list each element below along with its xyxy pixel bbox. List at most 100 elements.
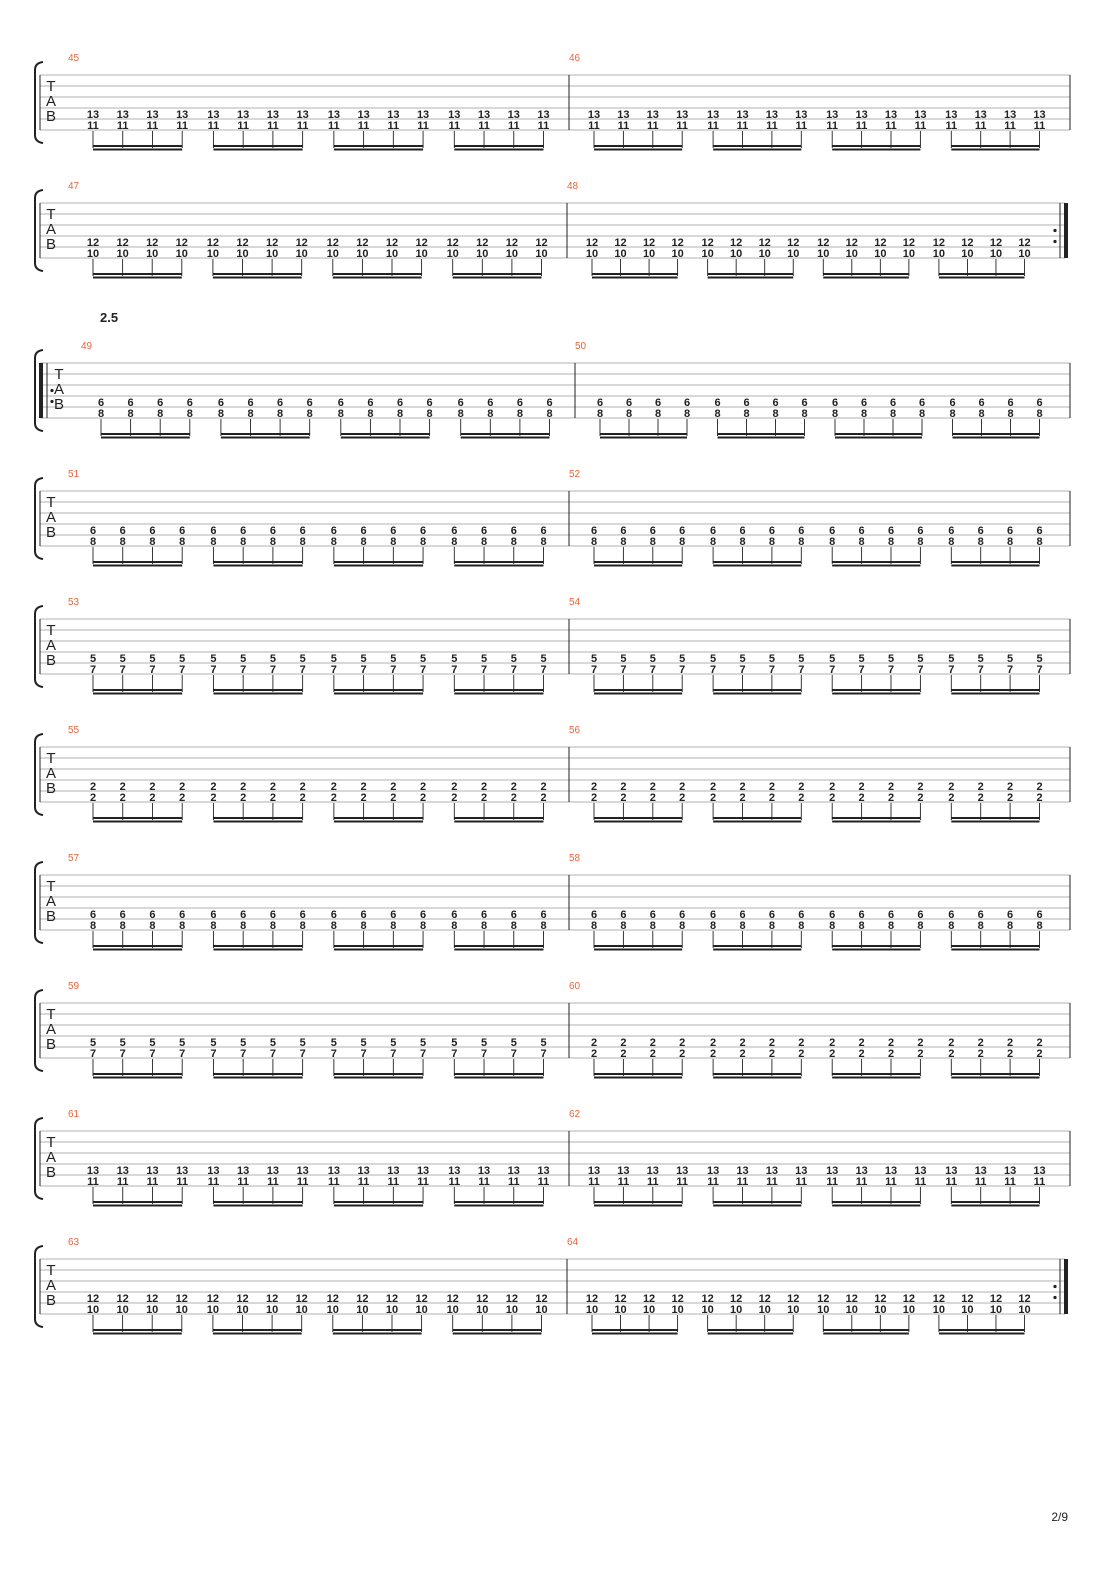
fret-number-bottom: 2 [978, 1048, 984, 1060]
fret-number-bottom: 8 [277, 408, 283, 420]
fret-number-bottom: 8 [540, 536, 546, 548]
fret-number-top: 6 [772, 397, 778, 409]
fret-number-bottom: 11 [117, 1176, 129, 1188]
fret-number-top: 5 [978, 653, 984, 665]
fret-number-bottom: 11 [448, 1176, 460, 1188]
fret-number-top: 12 [759, 1293, 771, 1305]
fret-number-bottom: 8 [240, 920, 246, 932]
fret-number-bottom: 11 [417, 120, 429, 132]
fret-number-top: 12 [266, 1293, 278, 1305]
measure-number: 59 [68, 981, 80, 992]
fret-number-bottom: 11 [618, 120, 630, 132]
fret-number-bottom: 8 [888, 536, 894, 548]
fret-number-top: 5 [1036, 653, 1042, 665]
fret-number-top: 6 [270, 525, 276, 537]
fret-number-bottom: 2 [1036, 792, 1042, 804]
fret-number-bottom: 2 [420, 792, 426, 804]
fret-number-top: 2 [650, 1037, 656, 1049]
repeat-dot [50, 388, 54, 393]
fret-number-bottom: 8 [919, 408, 925, 420]
fret-number-top: 12 [535, 1293, 547, 1305]
fret-number-top: 6 [626, 397, 632, 409]
fret-number-bottom: 8 [187, 408, 193, 420]
fret-number-bottom: 8 [157, 408, 163, 420]
fret-number-bottom: 11 [358, 1176, 370, 1188]
fret-number-top: 6 [361, 909, 367, 921]
fret-number-top: 5 [361, 1037, 367, 1049]
fret-number-bottom: 8 [361, 536, 367, 548]
fret-number-bottom: 7 [798, 664, 804, 676]
fret-number-top: 13 [1004, 109, 1016, 121]
fret-number-bottom: 8 [481, 536, 487, 548]
tab-clef-letter: A [46, 509, 56, 526]
fret-number-bottom: 2 [90, 792, 96, 804]
fret-number-bottom: 8 [517, 408, 523, 420]
fret-number-top: 6 [620, 525, 626, 537]
fret-number-bottom: 11 [975, 120, 987, 132]
fret-number-top: 5 [149, 1037, 155, 1049]
fret-number-bottom: 8 [597, 408, 603, 420]
fret-number-bottom: 8 [591, 536, 597, 548]
fret-number-bottom: 10 [415, 248, 427, 260]
fret-number-top: 5 [620, 653, 626, 665]
fret-number-bottom: 7 [591, 664, 597, 676]
measure-number: 51 [68, 469, 80, 480]
fret-number-top: 6 [655, 397, 661, 409]
fret-number-bottom: 7 [149, 1048, 155, 1060]
fret-number-bottom: 8 [451, 920, 457, 932]
fret-number-top: 12 [327, 1293, 339, 1305]
fret-number-top: 12 [116, 237, 128, 249]
fret-number-bottom: 2 [829, 1048, 835, 1060]
fret-number-bottom: 2 [210, 792, 216, 804]
fret-number-bottom: 10 [207, 1304, 219, 1316]
measure-number: 53 [68, 597, 80, 608]
fret-number-top: 6 [769, 909, 775, 921]
fret-number-bottom: 11 [358, 120, 370, 132]
fret-number-bottom: 7 [948, 664, 954, 676]
fret-number-top: 12 [586, 1293, 598, 1305]
fret-number-top: 2 [331, 781, 337, 793]
fret-number-bottom: 11 [885, 1176, 897, 1188]
fret-number-bottom: 8 [591, 920, 597, 932]
fret-number-top: 13 [826, 109, 838, 121]
tab-clef-letter: T [46, 1262, 55, 1279]
fret-number-top: 5 [390, 1037, 396, 1049]
fret-number-top: 5 [270, 1037, 276, 1049]
fret-number-top: 12 [817, 237, 829, 249]
fret-number-bottom: 8 [120, 536, 126, 548]
fret-number-bottom: 2 [390, 792, 396, 804]
fret-number-top: 2 [859, 781, 865, 793]
fret-number-bottom: 2 [361, 792, 367, 804]
fret-number-bottom: 8 [1007, 536, 1013, 548]
system-bracket [34, 61, 44, 144]
fret-number-bottom: 2 [620, 1048, 626, 1060]
tab-clef-letter: B [46, 524, 56, 541]
fret-number-bottom: 2 [769, 792, 775, 804]
tab-clef-letter: A [46, 637, 56, 654]
fret-number-bottom: 11 [737, 120, 749, 132]
fret-number-top: 6 [1007, 525, 1013, 537]
section-label: 2.5 [100, 310, 119, 325]
fret-number-bottom: 10 [116, 248, 128, 260]
fret-number-top: 5 [179, 1037, 185, 1049]
fret-number-top: 6 [714, 397, 720, 409]
fret-number-bottom: 7 [888, 664, 894, 676]
fret-number-top: 12 [846, 1293, 858, 1305]
fret-number-bottom: 8 [714, 408, 720, 420]
fret-number-top: 6 [861, 397, 867, 409]
fret-number-top: 2 [829, 781, 835, 793]
fret-number-bottom: 8 [90, 920, 96, 932]
fret-number-top: 2 [511, 781, 517, 793]
measure-number: 48 [567, 181, 579, 192]
fret-number-top: 5 [888, 653, 894, 665]
fret-number-bottom: 10 [933, 1304, 945, 1316]
fret-number-bottom: 8 [1036, 536, 1042, 548]
fret-number-bottom: 8 [420, 920, 426, 932]
fret-number-bottom: 8 [481, 920, 487, 932]
fret-number-bottom: 11 [117, 120, 129, 132]
measure-number: 61 [68, 1109, 80, 1120]
fret-number-bottom: 11 [478, 1176, 490, 1188]
fret-number-bottom: 7 [240, 664, 246, 676]
fret-number-bottom: 11 [237, 120, 249, 132]
